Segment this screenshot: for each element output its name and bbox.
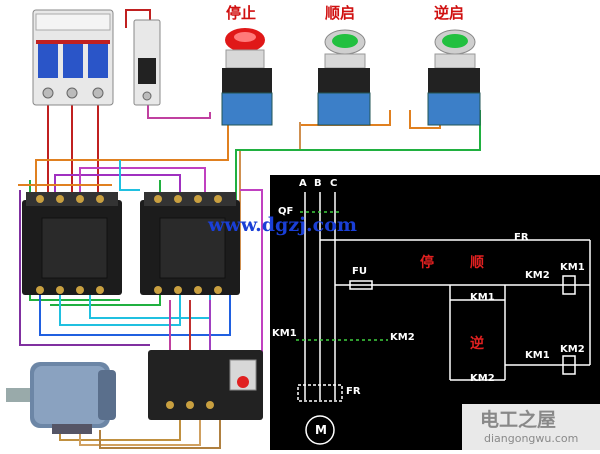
schematic-lines bbox=[297, 192, 591, 445]
reverse-contact-label: 逆 bbox=[470, 336, 484, 352]
km1-interlock-label: KM1 bbox=[525, 350, 550, 361]
km1-coil-label: KM1 bbox=[560, 262, 585, 273]
phase-b-label: B bbox=[314, 178, 322, 189]
reverse-start-button bbox=[427, 29, 481, 126]
relay-contact-label: FR bbox=[514, 232, 529, 243]
site-logo bbox=[462, 404, 600, 450]
forward-start-button bbox=[317, 29, 371, 126]
stop-push-button bbox=[221, 28, 273, 126]
three-pole-breaker bbox=[32, 9, 114, 106]
reverse-start-label: 逆启 bbox=[434, 4, 465, 22]
contactor-km1 bbox=[22, 192, 122, 295]
forward-start-label: 顺启 bbox=[325, 4, 356, 22]
fuse-label: FU bbox=[352, 266, 367, 277]
thermal-overload-relay bbox=[148, 350, 263, 420]
motor-symbol-label: M bbox=[315, 423, 327, 437]
km2-coil-label: KM2 bbox=[560, 344, 585, 355]
stop-button-label: 停止 bbox=[226, 4, 257, 22]
breaker-label: QF bbox=[278, 206, 294, 217]
stop-contact-label: 停 bbox=[420, 255, 434, 271]
contactor-km2 bbox=[140, 192, 240, 295]
site-logo-name: 电工之屋 bbox=[480, 409, 557, 431]
schematic-dashed-links bbox=[296, 211, 388, 341]
motor-illustration bbox=[6, 362, 116, 434]
forward-contact-label: 顺 bbox=[470, 255, 484, 271]
watermark-url: www.dgzj.com bbox=[208, 214, 357, 236]
phase-c-label: C bbox=[330, 178, 338, 189]
relay-main-label: FR bbox=[346, 386, 361, 397]
km2-holding-label: KM2 bbox=[470, 373, 495, 384]
site-logo-url: diangongwu.com bbox=[484, 432, 579, 445]
km1-holding-label: KM1 bbox=[470, 292, 495, 303]
phase-a-label: A bbox=[299, 178, 307, 189]
single-pole-breaker bbox=[133, 19, 161, 106]
km2-main-label: KM2 bbox=[390, 332, 415, 343]
km2-interlock-label: KM2 bbox=[525, 270, 550, 281]
km1-main-label: KM1 bbox=[272, 328, 297, 339]
